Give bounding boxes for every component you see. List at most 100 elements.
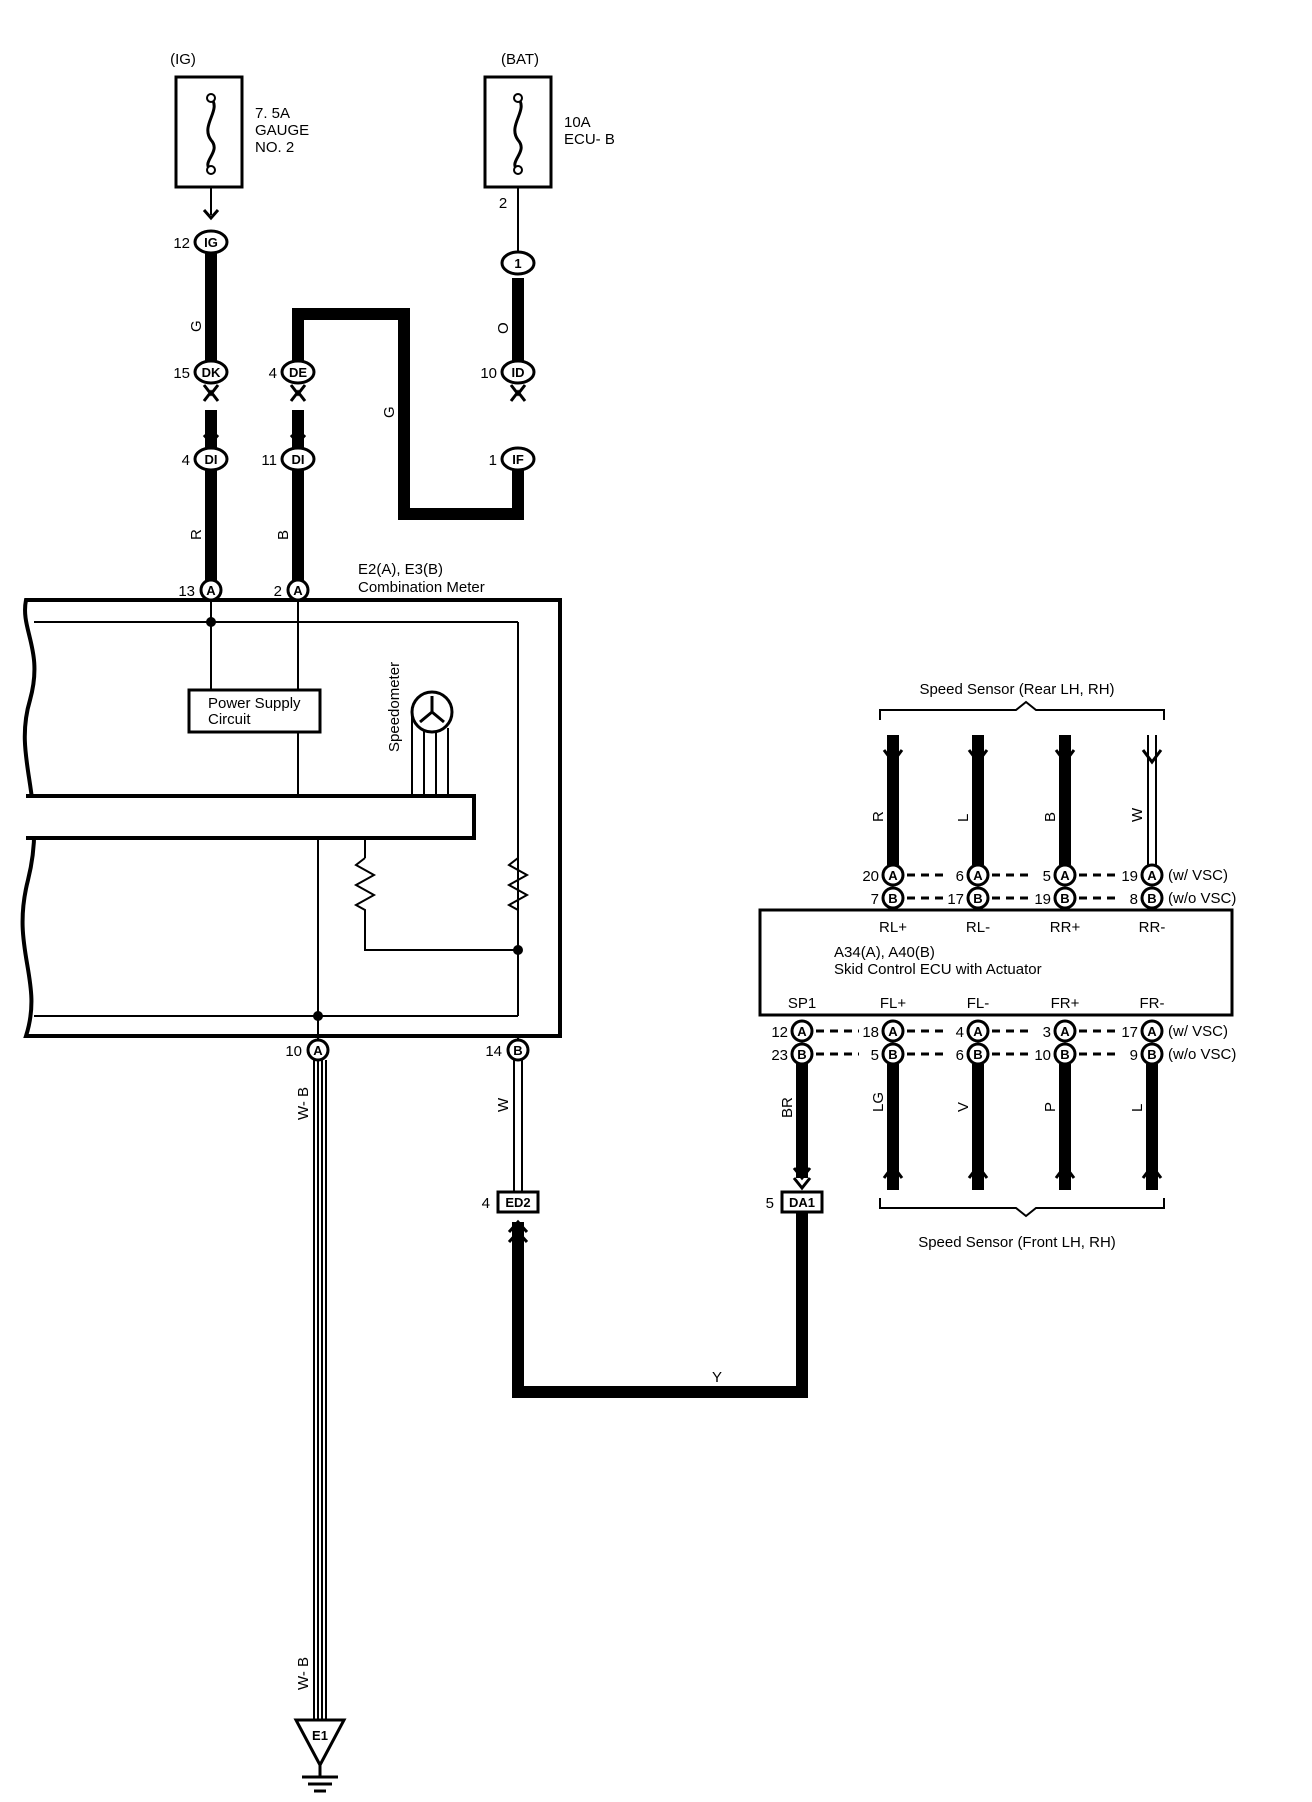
svg-text:ED2: ED2 <box>505 1195 530 1210</box>
power-supply-circuit <box>187 688 322 734</box>
svg-text:14: 14 <box>485 1043 502 1060</box>
inline-connector-arrows <box>202 384 527 446</box>
ecu-top-b-letter: B <box>1147 891 1156 906</box>
fuse-bat-rating: 10A <box>564 114 591 131</box>
arrow-ig <box>202 209 220 221</box>
ecu-bottom-b-pin-number: 10 <box>1034 1047 1051 1064</box>
wire-y-color: Y <box>712 1369 722 1386</box>
fuse-ig-source-label: (IG) <box>170 51 196 68</box>
ecu-bottom-b-letter: B <box>973 1047 982 1062</box>
ecu-bottom-b-letter: B <box>1060 1047 1069 1062</box>
ecu-top-b-letter: B <box>888 891 897 906</box>
meter-pin-13: A 13 <box>178 578 223 602</box>
connector-dk-15: DK 15 <box>173 359 229 385</box>
connector-ig-12: IG 12 <box>173 229 229 255</box>
svg-text:1: 1 <box>514 256 521 271</box>
svg-text:A: A <box>206 583 216 598</box>
ecu-bottom-a-bubble <box>881 1019 905 1043</box>
svg-text:5: 5 <box>766 1195 774 1212</box>
svg-text:1: 1 <box>489 452 497 469</box>
ground-e1: E1 <box>293 1718 347 1793</box>
power-supply-label-1: Power Supply <box>208 695 301 712</box>
ecu-top-a-letter: A <box>973 868 983 883</box>
fuse-bat-name: ECU- B <box>564 131 615 148</box>
ecu-terminal-bottom: FR- <box>1140 995 1165 1012</box>
wire-b-color: B <box>275 530 292 540</box>
ecu-top-b-pin-number: 19 <box>1034 891 1051 908</box>
front-sensor-brace <box>879 1198 1165 1218</box>
ecu-top-b-letter: B <box>973 891 982 906</box>
wire-wb-color-2: W- B <box>295 1657 312 1690</box>
svg-text:ID: ID <box>512 365 525 380</box>
ecu-top-a-pin-number: 20 <box>862 868 879 885</box>
ecu-terminal-top: RR+ <box>1050 919 1081 936</box>
rear-sensor-arrow <box>967 749 989 765</box>
wire-o-color: O <box>495 322 512 334</box>
ecu-bottom-b-pin-number: 23 <box>771 1047 788 1064</box>
svg-text:4: 4 <box>182 452 190 469</box>
resistor-1 <box>353 857 518 951</box>
fuse-ecu-b: (BAT) 10A ECU- B <box>483 51 615 189</box>
wo-vsc-bottom: (w/o VSC) <box>1168 1046 1236 1063</box>
ecu-bottom-a-pin-number: 3 <box>1043 1024 1051 1041</box>
svg-text:15: 15 <box>173 365 190 382</box>
ecu-terminal-top: RR- <box>1139 919 1166 936</box>
fuse-ig-name2: NO. 2 <box>255 139 294 156</box>
front-sensor-wire-color: LG <box>870 1092 887 1112</box>
skid-control-ecu: A34(A), A40(B) Skid Control ECU with Act… <box>758 863 1236 1066</box>
front-sensor-label: Speed Sensor (Front LH, RH) <box>918 1234 1116 1251</box>
fuse-bat-element <box>513 96 523 172</box>
ecu-box <box>758 908 1234 1017</box>
rear-sensor-arrow <box>882 749 904 765</box>
meter-title-2: Combination Meter <box>358 579 485 596</box>
fuse-bat-source-label: (BAT) <box>501 51 539 68</box>
ecu-top-a-pin-number: 6 <box>956 868 964 885</box>
wire-r-color: R <box>188 529 205 540</box>
combination-meter: E2(A), E3(B) Combination Meter Power Sup… <box>20 561 562 1038</box>
meter-pin-14: B 14 <box>485 1038 530 1062</box>
ecu-top-b-pin-number: 7 <box>871 891 879 908</box>
w-vsc-bottom: (w/ VSC) <box>1168 1023 1228 1040</box>
svg-text:13: 13 <box>178 583 195 600</box>
ecu-top-b-bubble <box>881 886 905 910</box>
wire-wb-color-1: W- B <box>295 1087 312 1120</box>
svg-text:4: 4 <box>482 1195 490 1212</box>
connector-de-4: DE 4 <box>269 359 316 385</box>
ecu-top-b-pin-number: 8 <box>1130 891 1138 908</box>
ecu-bottom-b-pin-number: 6 <box>956 1047 964 1064</box>
svg-text:IF: IF <box>512 452 524 467</box>
svg-text:4: 4 <box>269 365 277 382</box>
connector-di-4: DI 4 <box>182 446 229 472</box>
ecu-top-b-bubble <box>1053 886 1077 910</box>
wire-y <box>512 1212 808 1398</box>
svg-text:DE: DE <box>289 365 307 380</box>
connector-1: 1 <box>500 250 536 276</box>
connector-di-11: DI 11 <box>261 446 316 472</box>
rear-sensor-label: Speed Sensor (Rear LH, RH) <box>919 681 1114 698</box>
ecu-bottom-a-pin-number: 12 <box>771 1024 788 1041</box>
ecu-title-2: Skid Control ECU with Actuator <box>834 961 1042 978</box>
ecu-bottom-b-pin-number: 9 <box>1130 1047 1138 1064</box>
meter-pin-10: A 10 <box>285 1038 330 1062</box>
fuse-ig-rating: 7. 5A <box>255 105 290 122</box>
wire-br-color: BR <box>779 1097 796 1118</box>
ecu-top-a-letter: A <box>1147 868 1157 883</box>
ecu-terminal-bottom: FL+ <box>880 995 907 1012</box>
ecu-bottom-a-bubble <box>966 1019 990 1043</box>
meter-title-1: E2(A), E3(B) <box>358 561 443 578</box>
rear-sensor-wire-color: B <box>1042 812 1059 822</box>
ecu-bottom-a-letter: A <box>1147 1024 1157 1039</box>
ecu-top-b-letter: B <box>1060 891 1069 906</box>
rear-sensor-brace <box>879 700 1165 720</box>
svg-text:DA1: DA1 <box>789 1195 815 1210</box>
ecu-terminal-bottom: FL- <box>967 995 990 1012</box>
ecu-top-a-pin-number: 19 <box>1121 868 1138 885</box>
front-sensor-wire-color: L <box>1129 1104 1146 1112</box>
front-sensor-arrow <box>967 1163 989 1179</box>
front-sensor-arrow <box>1054 1163 1076 1179</box>
svg-text:A: A <box>313 1043 323 1058</box>
rear-sensor-wire-color: W <box>1129 807 1146 822</box>
